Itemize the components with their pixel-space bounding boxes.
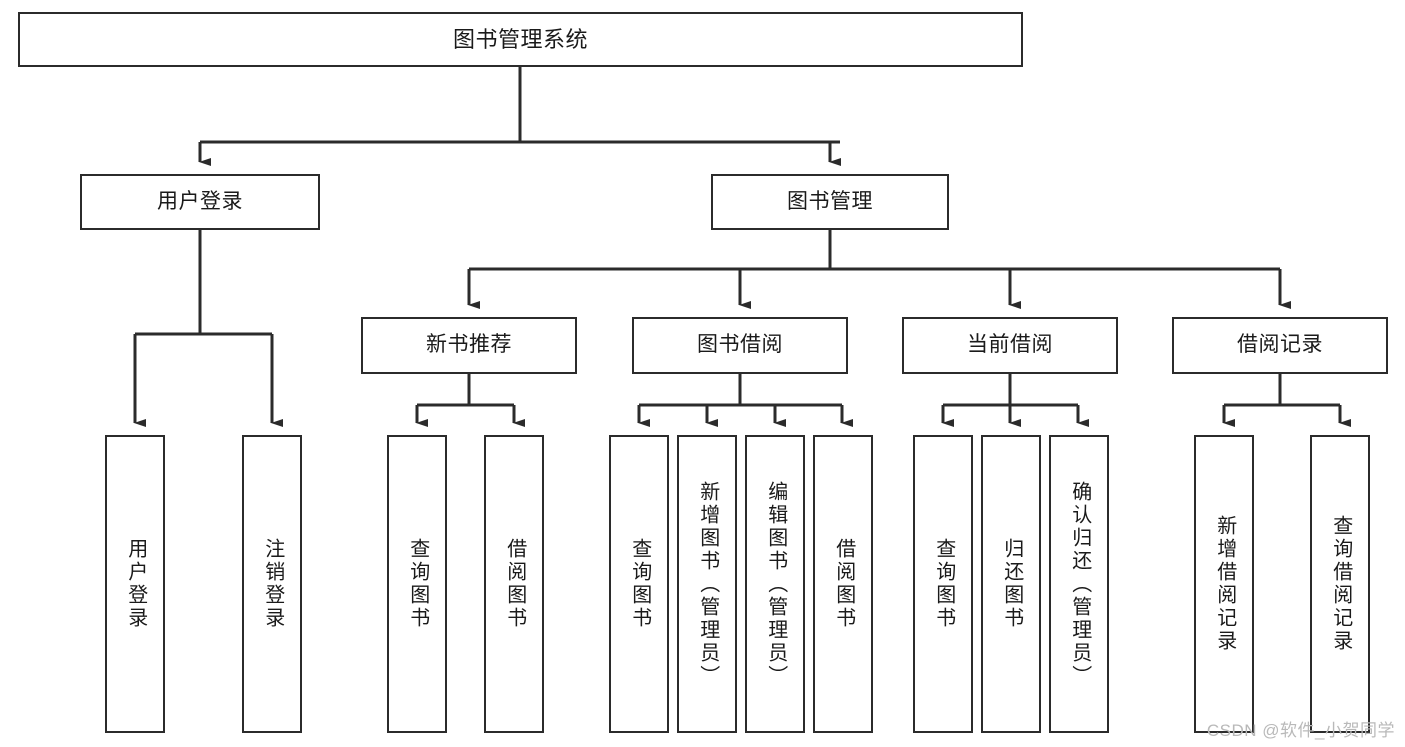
node-leaf-logout-login-label: 注销登录 — [261, 538, 284, 630]
node-leaf-add-record-label: 新增借阅记录 — [1213, 515, 1236, 653]
node-leaf-borrow-book-1[interactable]: 借阅图书 — [484, 435, 544, 733]
node-book-borrow-label: 图书借阅 — [697, 333, 783, 357]
node-leaf-query-book-3[interactable]: 查询图书 — [913, 435, 973, 733]
node-leaf-query-book-2-label: 查询图书 — [628, 538, 651, 630]
node-leaf-edit-book[interactable]: 编辑图书（管理员） — [745, 435, 805, 733]
node-leaf-return-book[interactable]: 归还图书 — [981, 435, 1041, 733]
node-leaf-query-book-3-label: 查询图书 — [932, 538, 955, 630]
node-leaf-query-book-2[interactable]: 查询图书 — [609, 435, 669, 733]
node-book-management-label: 图书管理 — [787, 189, 873, 213]
node-borrow-record[interactable]: 借阅记录 — [1172, 317, 1388, 374]
node-leaf-query-record-label: 查询借阅记录 — [1329, 515, 1352, 653]
node-borrow-record-label: 借阅记录 — [1237, 333, 1323, 357]
node-new-book-recommend[interactable]: 新书推荐 — [361, 317, 577, 374]
node-leaf-add-book-label: 新增图书（管理员） — [696, 480, 719, 688]
node-book-borrow[interactable]: 图书借阅 — [632, 317, 848, 374]
node-leaf-borrow-book-1-label: 借阅图书 — [503, 538, 526, 630]
node-root[interactable]: 图书管理系统 — [18, 12, 1023, 67]
node-current-borrow[interactable]: 当前借阅 — [902, 317, 1118, 374]
watermark: CSDN @软件_小贺同学 — [1206, 721, 1395, 740]
node-root-label: 图书管理系统 — [452, 26, 588, 52]
node-leaf-confirm-return[interactable]: 确认归还（管理员） — [1049, 435, 1109, 733]
node-user-login[interactable]: 用户登录 — [80, 174, 320, 230]
node-leaf-return-book-label: 归还图书 — [1000, 538, 1023, 630]
node-leaf-borrow-book-2[interactable]: 借阅图书 — [813, 435, 873, 733]
node-leaf-borrow-book-2-label: 借阅图书 — [832, 538, 855, 630]
node-leaf-confirm-return-label: 确认归还（管理员） — [1068, 480, 1091, 688]
node-leaf-user-login-label: 用户登录 — [124, 538, 147, 630]
node-new-book-recommend-label: 新书推荐 — [426, 333, 512, 357]
node-leaf-add-record[interactable]: 新增借阅记录 — [1194, 435, 1254, 733]
node-leaf-query-book-1[interactable]: 查询图书 — [387, 435, 447, 733]
node-current-borrow-label: 当前借阅 — [967, 333, 1053, 357]
node-leaf-edit-book-label: 编辑图书（管理员） — [764, 480, 787, 688]
node-leaf-query-record[interactable]: 查询借阅记录 — [1310, 435, 1370, 733]
node-leaf-logout-login[interactable]: 注销登录 — [242, 435, 302, 733]
node-leaf-user-login[interactable]: 用户登录 — [105, 435, 165, 733]
node-book-management[interactable]: 图书管理 — [711, 174, 949, 230]
node-user-login-label: 用户登录 — [157, 189, 243, 213]
node-leaf-add-book[interactable]: 新增图书（管理员） — [677, 435, 737, 733]
node-leaf-query-book-1-label: 查询图书 — [406, 538, 429, 630]
